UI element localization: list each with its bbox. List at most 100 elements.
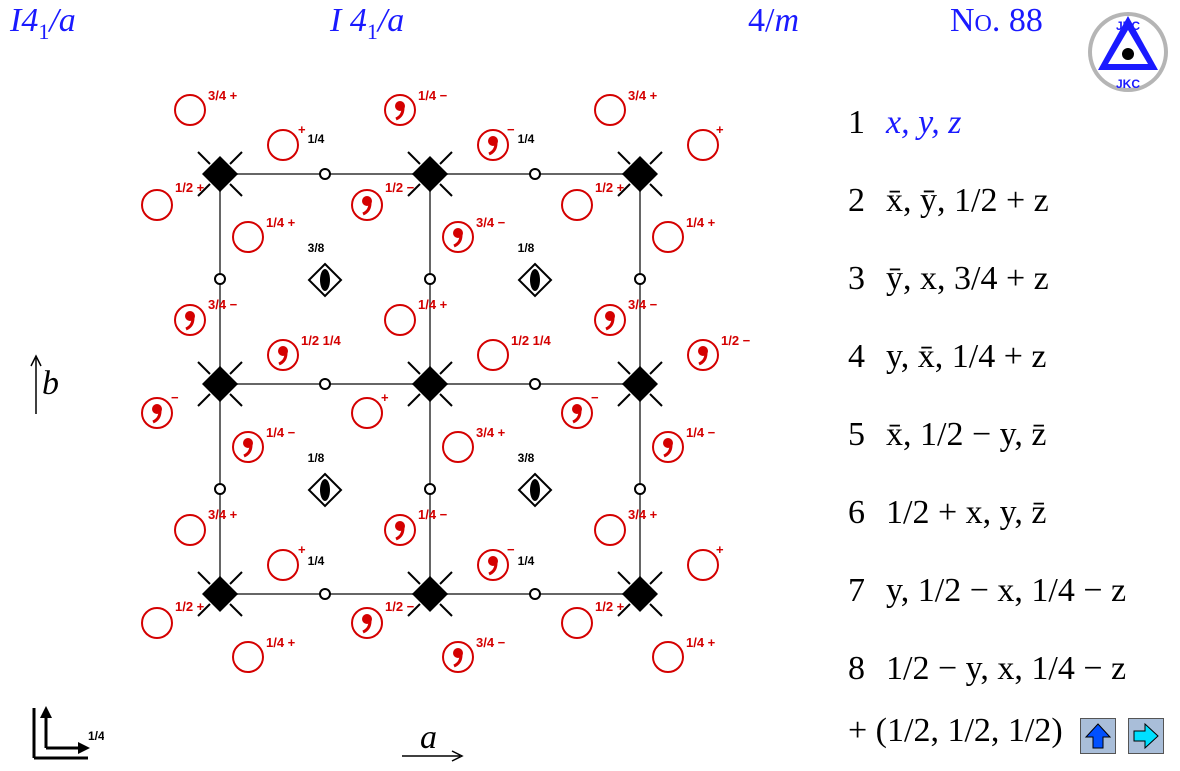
full-symbol-tail: /a <box>377 2 405 39</box>
op-coords: y, x̄, 1/4 + z <box>886 338 1047 375</box>
operation-7: 7 y, 1/2 − x, 1/4 − z <box>848 552 1168 630</box>
origin-height: 1/4 <box>88 729 104 743</box>
a-axis-label: a <box>400 718 466 767</box>
height-label: + <box>716 122 724 137</box>
operation-3: 3 ȳ, x, 3/4 + z <box>848 240 1168 318</box>
height-label: 1/2 − <box>385 599 415 614</box>
position-height-labels: 3/4 + 1/4 − 3/4 + + − + 1/2 + 1/2 − 1/2 … <box>171 88 751 650</box>
operation-8: 8 1/2 − y, x, 1/4 − z <box>848 630 1168 708</box>
a-label-text: a <box>420 719 437 756</box>
general-positions <box>141 94 719 673</box>
height-label: 1/2 + <box>175 180 205 195</box>
op-coords: 1/2 − y, x, 1/4 − z <box>886 650 1127 687</box>
right-arrow-icon <box>1133 722 1159 750</box>
edge-height: 1/4 <box>518 132 535 146</box>
height-label: 3/4 + <box>208 507 238 522</box>
rotoinversion-height: 1/8 <box>308 451 325 465</box>
inversion-centers-edge <box>214 168 646 600</box>
up-button[interactable] <box>1080 718 1116 754</box>
height-label: 1/2 + <box>595 180 625 195</box>
full-symbol-main: I 4 <box>330 2 367 39</box>
rotoinversion-axes: 3/8 1/8 1/8 3/8 1/4 1/4 1/4 1/4 <box>308 132 552 568</box>
op-number: 2 <box>848 182 865 219</box>
point-group-tail: m <box>774 2 800 39</box>
short-symbol-main: I4 <box>10 2 39 39</box>
height-label: 1/4 + <box>686 215 716 230</box>
height-label: − <box>507 122 515 137</box>
logo-text-top: JKC <box>1116 19 1140 33</box>
point-group-number: 4/ <box>748 2 775 39</box>
height-label: 3/4 − <box>476 215 506 230</box>
height-label: + <box>298 122 306 137</box>
height-label: 3/4 + <box>476 425 506 440</box>
op-coords: y, 1/2 − x, 1/4 − z <box>886 572 1127 609</box>
op-coords: 1/2 + x, y, z̄ <box>886 494 1047 531</box>
symmetry-diagram: 3/8 1/8 1/8 3/8 1/4 1/4 1/4 1/4 <box>141 88 751 673</box>
edge-height: 1/4 <box>308 554 325 568</box>
b-axis-label: b <box>28 354 68 423</box>
short-symbol-tail: /a <box>49 2 76 39</box>
height-label: 1/4 − <box>266 425 296 440</box>
height-label: − <box>171 390 179 405</box>
height-label: 1/4 + <box>418 297 448 312</box>
height-label: 1/2 − <box>385 180 415 195</box>
rotoinversion-height: 3/8 <box>308 241 325 255</box>
op-number: 5 <box>848 416 865 453</box>
op-number: 1 <box>848 104 865 141</box>
op-number: 3 <box>848 260 865 297</box>
op-coords: x, y, z <box>886 104 962 141</box>
b-label-text: b <box>42 365 59 402</box>
operation-4: 4 y, x̄, 1/4 + z <box>848 318 1168 396</box>
height-label: 1/4 + <box>266 635 296 650</box>
jkc-logo[interactable]: JKC JKC <box>1086 10 1170 94</box>
point-group-symbol: 4/m <box>748 2 799 40</box>
height-label: 1/4 + <box>266 215 296 230</box>
height-label: 3/4 + <box>628 88 658 103</box>
height-label: 3/4 − <box>476 635 506 650</box>
op-coords: x̄, ȳ, 1/2 + z <box>886 182 1049 219</box>
height-label: 1/2 + <box>175 599 205 614</box>
edge-height: 1/4 <box>518 554 535 568</box>
rotoinversion-height: 1/8 <box>518 241 535 255</box>
operation-1: 1 x, y, z <box>848 84 1168 162</box>
operation-5: 5 x̄, 1/2 − y, z̄ <box>848 396 1168 474</box>
rotoinversion-height: 3/8 <box>518 451 535 465</box>
op-coords: ȳ, x, 3/4 + z <box>886 260 1049 297</box>
op-number: 8 <box>848 650 865 687</box>
logo-text-bottom: JKC <box>1116 77 1140 91</box>
height-label: + <box>381 390 389 405</box>
height-label: 1/4 − <box>418 507 448 522</box>
full-space-group-symbol: I 41/a <box>330 2 404 45</box>
operation-6: 6 1/2 + x, y, z̄ <box>848 474 1168 552</box>
centering-translation: + (1/2, 1/2, 1/2) <box>848 712 1063 749</box>
height-label: 1/4 − <box>686 425 716 440</box>
height-label: 3/4 + <box>628 507 658 522</box>
op-number: 4 <box>848 338 865 375</box>
height-label: − <box>507 542 515 557</box>
height-label: 3/4 − <box>628 297 658 312</box>
height-label: 3/4 + <box>208 88 238 103</box>
height-label: 1/4 + <box>686 635 716 650</box>
op-number: 6 <box>848 494 865 531</box>
height-label: 1/2 1/4 <box>301 333 342 348</box>
op-number: 7 <box>848 572 865 609</box>
edge-height: 1/4 <box>308 132 325 146</box>
height-label: + <box>298 542 306 557</box>
space-group-number: No. 88 <box>950 2 1043 39</box>
next-button[interactable] <box>1128 718 1164 754</box>
height-label: 1/2 1/4 <box>511 333 552 348</box>
short-symbol-subscript: 1 <box>38 18 50 44</box>
height-label: − <box>591 390 599 405</box>
height-label: + <box>716 542 724 557</box>
operation-2: 2 x̄, ȳ, 1/2 + z <box>848 162 1168 240</box>
origin-axes-icon: 1/4 <box>30 706 105 771</box>
up-arrow-icon <box>1084 723 1112 749</box>
op-coords: x̄, 1/2 − y, z̄ <box>886 416 1047 453</box>
height-label: 1/4 − <box>418 88 448 103</box>
height-label: 1/2 + <box>595 599 625 614</box>
height-label: 1/2 − <box>721 333 751 348</box>
full-symbol-subscript: 1 <box>366 18 378 44</box>
short-space-group-symbol: I41/a <box>10 2 76 45</box>
height-label: 3/4 − <box>208 297 238 312</box>
